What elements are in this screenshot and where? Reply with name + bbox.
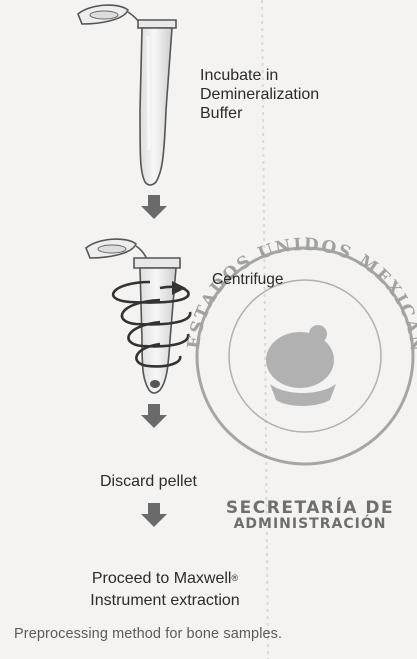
down-arrow-icon bbox=[141, 195, 167, 219]
proceed-text: Proceed to Maxwell bbox=[92, 570, 232, 587]
stamp-line-1: SECRETARÍA DE bbox=[200, 498, 417, 518]
step-centrifuge-label: Centrifuge bbox=[212, 270, 284, 289]
step-discard-label: Discard pellet bbox=[100, 472, 197, 491]
svg-text:ESTADOS UNIDOS MEXICANOS: ESTADOS UNIDOS MEXICANOS bbox=[0, 0, 417, 354]
proceed-text-line2: Instrument extraction bbox=[90, 592, 239, 609]
down-arrow-icon bbox=[141, 503, 167, 527]
registered-mark: ® bbox=[231, 573, 238, 583]
centrifuge-tube-icon bbox=[86, 239, 180, 393]
figure-caption: Preprocessing method for bone samples. bbox=[14, 626, 282, 642]
step-proceed-label: Proceed to Maxwell® Instrument extractio… bbox=[0, 568, 330, 612]
seal-stamp-text: SECRETARÍA DE ADMINISTRACIÓN bbox=[200, 498, 417, 532]
down-arrow-icon bbox=[141, 404, 167, 428]
step-incubate-label: Incubate in Demineralization Buffer bbox=[200, 66, 360, 123]
microtube-icon bbox=[78, 5, 176, 185]
seal-ring-text: ESTADOS UNIDOS MEXICANOS bbox=[0, 0, 417, 354]
stamp-line-2: ADMINISTRACIÓN bbox=[200, 516, 417, 532]
